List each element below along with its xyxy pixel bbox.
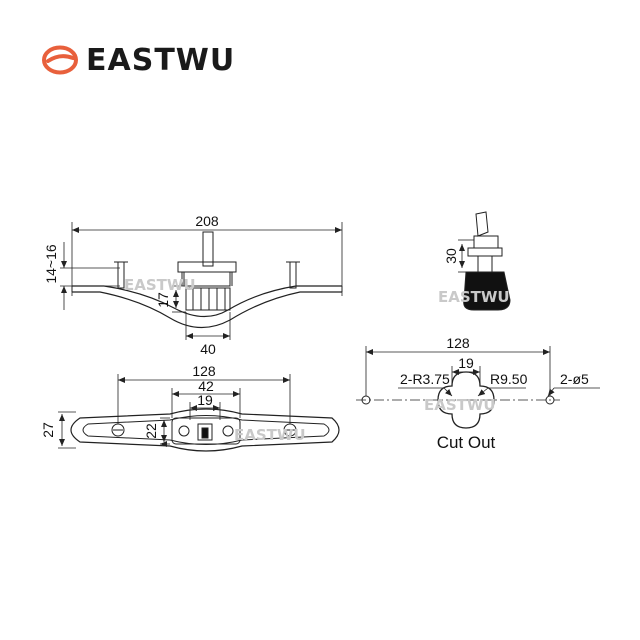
dim-cutout-slot-width: 19 (458, 355, 474, 371)
dim-end-height: 30 (443, 248, 459, 264)
cut-out-caption: Cut Out (437, 433, 496, 452)
dim-top-slot-width: 19 (197, 392, 213, 408)
dim-top-overall-width: 27 (40, 422, 56, 438)
brand-name: EASTWU (86, 42, 236, 78)
watermark-top: EASTWU (234, 426, 306, 444)
end-view (458, 211, 511, 311)
dim-top-body-width: 42 (198, 378, 214, 394)
cut-out-view (356, 346, 600, 429)
dim-top-body-height: 22 (143, 423, 159, 439)
watermark-cutout: EASTWU (424, 396, 496, 414)
dim-height-range: 14~16 (43, 244, 59, 284)
dim-cutout-small-radius: 2-R3.75 (400, 371, 450, 387)
brand-logo: EASTWU (42, 42, 235, 78)
dim-top-hole-spacing: 128 (192, 363, 216, 379)
eastwu-logo-icon (42, 45, 78, 75)
dim-base-height: 17 (155, 292, 171, 308)
watermark-side: EASTWU (124, 276, 196, 294)
dim-overall-length: 208 (195, 213, 219, 229)
watermark-end: EASTWU (438, 288, 510, 306)
side-view (60, 222, 343, 340)
dim-base-width: 40 (200, 341, 216, 357)
dim-cutout-hole-spacing: 128 (446, 335, 470, 351)
dim-cutout-large-radius: R9.50 (490, 371, 528, 387)
dim-cutout-hole-dia: 2-ø5 (560, 371, 589, 387)
top-view (58, 374, 340, 452)
